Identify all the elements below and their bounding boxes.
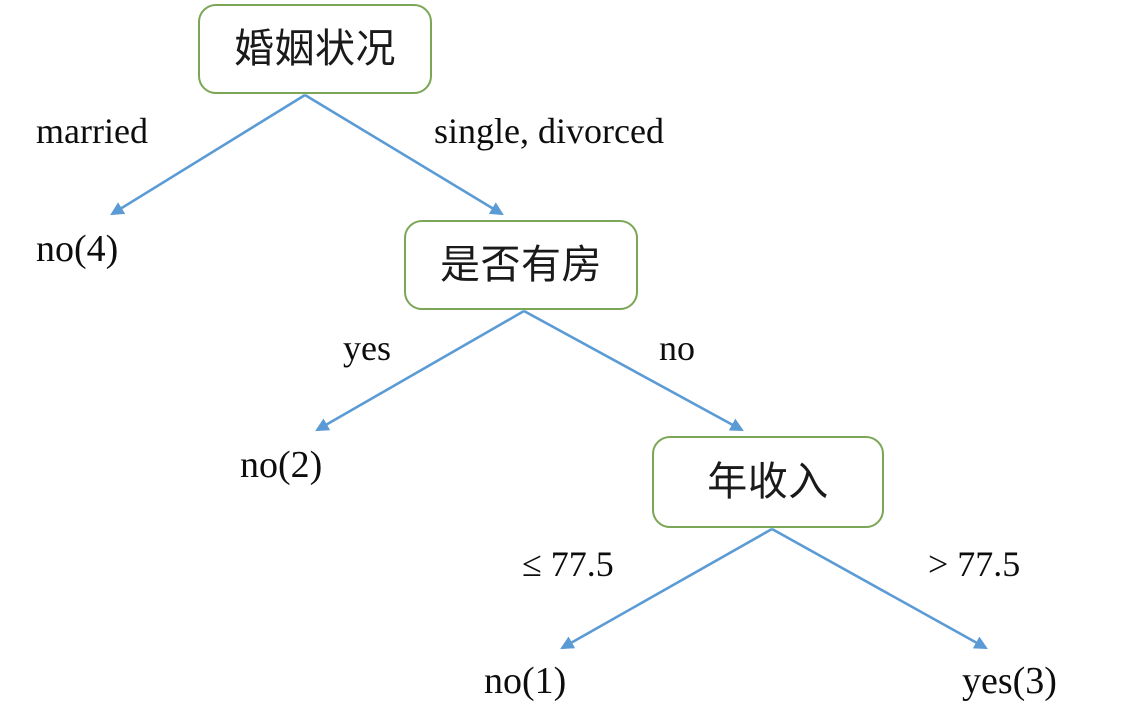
node-income[interactable]: 年收入 xyxy=(652,436,884,528)
edge-label-income-le: ≤ 77.5 xyxy=(522,544,614,584)
edge-house-right xyxy=(523,309,744,432)
node-house[interactable]: 是否有房 xyxy=(404,220,638,310)
edge-label-income-gt: > 77.5 xyxy=(928,544,1021,584)
node-income-label: 年收入 xyxy=(707,459,829,504)
edge-label-married: married xyxy=(36,111,148,151)
node-root-label: 婚姻状况 xyxy=(234,26,396,71)
leaf-yes-3: yes(3) xyxy=(962,660,1057,702)
node-house-label: 是否有房 xyxy=(440,242,602,287)
leaf-no-2: no(2) xyxy=(240,444,323,486)
edge-label-no: no xyxy=(659,328,695,368)
edge-label-single-divorced: single, divorced xyxy=(434,111,664,151)
edge-label-yes: yes xyxy=(343,328,391,368)
leaf-no-1: no(1) xyxy=(484,660,567,702)
leaf-no-4: no(4) xyxy=(36,228,119,270)
node-root[interactable]: 婚姻状况 xyxy=(198,4,432,94)
